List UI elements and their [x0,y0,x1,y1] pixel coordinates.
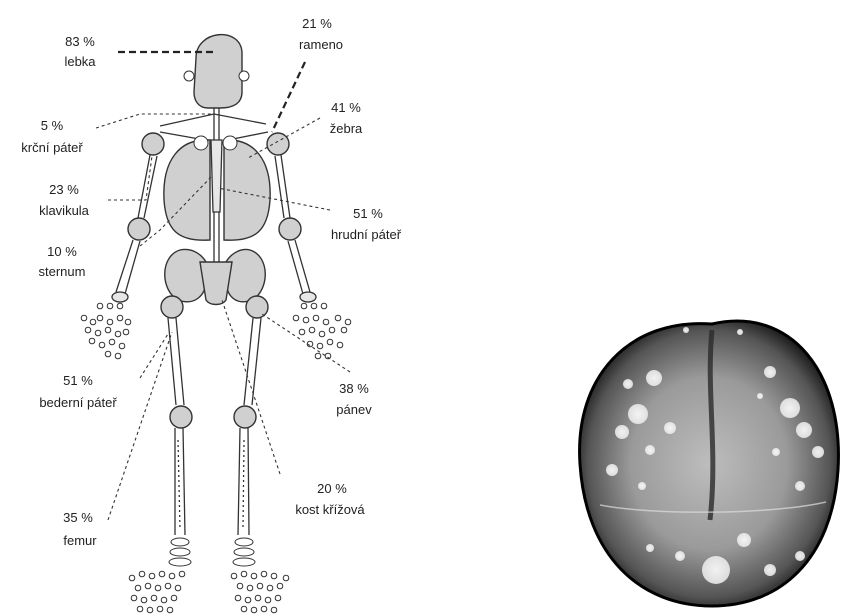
label-krcni-pct: 5 % [41,118,64,133]
pelvis-left [165,250,206,302]
leader-rameno [272,62,305,132]
label-lebka-name: lebka [64,54,96,69]
label-lebka-pct: 83 % [65,34,95,49]
label-femur-pct: 35 % [63,510,93,525]
skeleton-drawing [81,35,351,613]
right-hand-bones [293,303,351,359]
skull-xray-midline [710,330,713,520]
label-zebra-name: žebra [330,121,363,136]
label-bederni-name: bederní páteř [39,395,117,410]
label-klavikula-name: klavikula [39,203,90,218]
label-rameno-pct: 21 % [302,16,332,31]
label-hrudni-name: hrudní páteř [331,227,402,242]
leader-krizova [222,300,280,474]
label-krcni-name: krční páteř [21,140,83,155]
sacrum-bone [200,262,232,305]
skull-xray-image [580,321,839,606]
label-krizova-name: kost křížová [295,502,365,517]
label-bederni-pct: 51 % [63,373,93,388]
label-hrudni-pct: 51 % [353,206,383,221]
right-foot-bones [231,571,289,613]
label-sternum-name: sternum [39,264,86,279]
pelvis-right [226,250,265,302]
label-klavikula-pct: 23 % [49,182,79,197]
label-panev-name: pánev [336,402,372,417]
leader-bederni [140,334,168,378]
leader-femur [108,332,172,520]
label-zebra-pct: 41 % [331,100,361,115]
label-femur-name: femur [63,533,97,548]
ribcage-left [164,140,210,240]
left-hand-bones [81,303,131,359]
left-foot-bones [129,571,185,613]
leader-krcni [96,114,212,128]
label-rameno-name: rameno [299,37,343,52]
label-krizova-pct: 20 % [317,481,347,496]
label-sternum-pct: 10 % [47,244,77,259]
label-panev-pct: 38 % [339,381,369,396]
ribcage-right [224,140,270,240]
skull-bone [194,35,242,108]
